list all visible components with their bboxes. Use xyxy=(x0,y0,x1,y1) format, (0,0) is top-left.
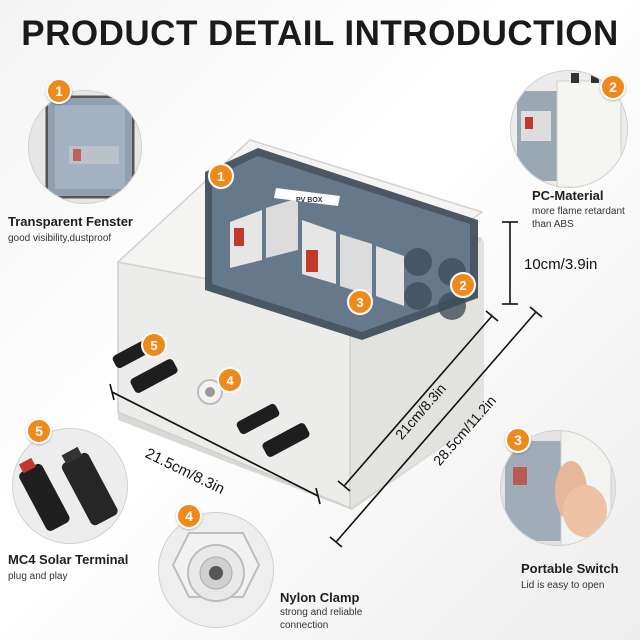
feature-3-badge: 3 xyxy=(505,427,531,453)
feature-4-subtitle: strong and reliable connection xyxy=(280,607,363,631)
feature-1-image xyxy=(28,90,142,204)
feature-2-badge: 2 xyxy=(600,74,626,100)
box-badge-4: 4 xyxy=(226,373,234,388)
box-badge-2: 2 xyxy=(459,278,466,293)
feature-4-image xyxy=(158,512,274,628)
box-badge-1: 1 xyxy=(217,169,224,184)
feature-4-title: Nylon Clamp xyxy=(280,590,360,605)
feature-2-image xyxy=(510,70,628,188)
feature-1-subtitle: good visibility,dustproof xyxy=(8,233,112,244)
feature-1-badge: 1 xyxy=(46,78,72,104)
feature-2-title: PC-Material xyxy=(532,188,604,203)
feature-3-title: Portable Switch xyxy=(521,561,619,576)
feature-4-badge: 4 xyxy=(176,503,202,529)
feature-5-image xyxy=(12,428,128,544)
feature-1-title: Transparent Fenster xyxy=(8,214,133,229)
feature-2-subtitle: more flame retardant than ABS xyxy=(532,206,625,230)
feature-5-subtitle: plug and play xyxy=(8,571,68,582)
box-badge-5: 5 xyxy=(150,338,157,353)
page-title: PRODUCT DETAIL INTRODUCTION xyxy=(21,14,619,53)
feature-5-badge: 5 xyxy=(26,418,52,444)
box-badge-3: 3 xyxy=(356,295,363,310)
box-label: PV BOX xyxy=(296,197,323,204)
height-dimension: 10cm/3.9in xyxy=(524,256,598,273)
feature-5-title: MC4 Solar Terminal xyxy=(8,552,129,567)
feature-3-subtitle: Lid is easy to open xyxy=(521,580,605,591)
